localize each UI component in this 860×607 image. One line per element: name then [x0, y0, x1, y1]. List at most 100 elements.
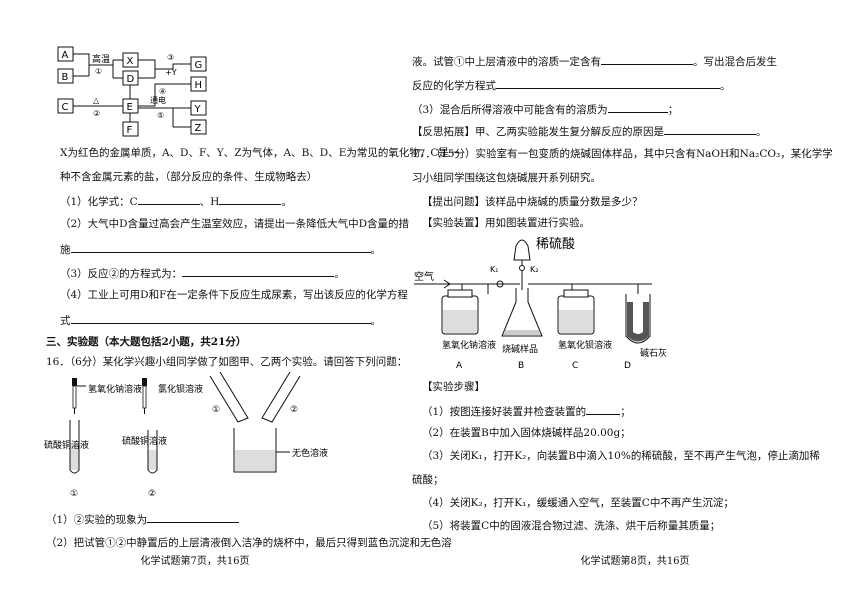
svg-text:H: H [195, 80, 203, 91]
label-c: C [572, 361, 578, 371]
dropper-2 [142, 378, 147, 414]
svg-text:F: F [127, 125, 133, 136]
tube-number-2: ② [148, 489, 156, 499]
q16-part1: （1）②实验的现象为 [46, 511, 240, 527]
q15-part2-line1: （2）大气中D含量过高会产生温室效应，请提出一条降低大气中D含量的措 [60, 218, 410, 230]
svg-text:X: X [127, 56, 134, 67]
box-y: Y [190, 100, 207, 116]
naoh-label: 氢氧化钠溶液 [88, 383, 142, 395]
label-d: D [624, 361, 631, 371]
answer-blank-possible-solute[interactable] [607, 101, 668, 113]
q15-part3: （3）反应②的方程式为：。 [60, 265, 345, 281]
box-x: X [122, 52, 139, 68]
step-5: （5）将装置C中的固液混合物过滤、洗涤、烘干后称量其质量； [422, 520, 721, 532]
section-3-heading: 三、实验题（本大题包括2小题，共21分） [46, 336, 247, 348]
q16-continued-line1: 液。试管①中上层清液中的溶质一定含有。写出混合后发生 [412, 53, 777, 69]
reaction-flow-diagram: A B C X D E F G H Y Z 高温 ① △ ② ③ +Y ④ 通电… [57, 46, 207, 137]
naoh-bottle-label: 氢氧化钠溶液 [442, 339, 496, 351]
q16-part3: （3）混合后所得溶液中可能含有的溶质为； [412, 101, 678, 117]
q16-intro: 16．（6分）某化学兴趣小组同学做了如图甲、乙两个实验。请回答下列问题： [46, 356, 408, 368]
bottle-c [557, 289, 595, 335]
svg-text:C: C [62, 102, 69, 113]
label-reaction-1: ① [95, 67, 102, 76]
test-tube-2 [147, 430, 158, 474]
q15-description-line2: 种不含金属元素的盐，（部分反应的条件、生成物略去） [60, 171, 318, 183]
right-page: 液。试管①中上层清液中的溶质一定含有。写出混合后发生 反应的化学方程式。 （3）… [412, 0, 860, 607]
beaker [233, 428, 290, 473]
step-4: （4）关闭K₂，打开K₁，缓缓通入空气，至装置C中不再产生沉淀； [422, 497, 734, 509]
colorless-solution-label: 无色溶液 [292, 447, 328, 459]
box-h: H [190, 76, 207, 92]
bottle-a [441, 289, 479, 335]
footer-page-7: 化学试题第7页，共16页 [140, 556, 250, 567]
box-e: E [122, 98, 139, 114]
q16-experiment-figure: 氢氧化钠溶液 硫酸铜溶液 ① 氯化钡溶液 硫酸铜溶液 ② ① ② [44, 372, 328, 499]
box-g: G [190, 56, 207, 72]
q16-part2: （2）把试管①②中静置后的上层清液倒入洁净的烧杯中，最后只得到蓝色沉淀和无色溶 [46, 537, 452, 549]
label-reaction-2: ② [93, 109, 100, 118]
cuso4-label-1: 硫酸铜溶液 [44, 439, 89, 451]
air-label: 空气 [414, 270, 434, 283]
box-b: B [57, 68, 74, 84]
answer-blank-mix-equation[interactable] [496, 77, 720, 89]
box-z: Z [190, 119, 207, 135]
svg-text:②: ② [290, 405, 298, 415]
answer-blank-solute[interactable] [601, 53, 693, 65]
label-reaction-3: ③ [167, 53, 174, 62]
label-electrify: 通电 [150, 95, 166, 105]
q15-description-line1: X为红色的金属单质，A、D、F、Y、Z为气体，A、B、D、E为常见的氧化物，C是… [60, 147, 460, 159]
q17-apparatus-heading: 【实验装置】用如图装置进行实验。 [422, 217, 590, 229]
q17-question: 【提出问题】该样品中烧碱的质量分数是多少？ [422, 196, 643, 208]
svg-text:E: E [127, 102, 133, 113]
box-c: C [57, 98, 74, 114]
label-reaction-5: ⑤ [157, 111, 164, 120]
cuso4-label-2: 硫酸铜溶液 [122, 435, 167, 447]
footer-page-8: 化学试题第8页，共16页 [580, 556, 690, 567]
q15-part4-line1: （4）工业上可用D和F在一定条件下反应生成尿素，写出该反应的化学方程 [60, 289, 408, 301]
q15-part2-line2: 施。 [60, 241, 381, 257]
soda-lime-label: 碱石灰 [640, 347, 667, 359]
q17-apparatus-figure: 空气 K₁ 稀硫酸 K₂ [414, 237, 667, 371]
flask-b [501, 288, 543, 337]
separating-funnel [513, 239, 531, 290]
svg-text:Z: Z [195, 123, 202, 134]
label-reaction-4: ④ [159, 87, 166, 96]
label-heat: △ [93, 96, 100, 105]
dilute-h2so4-label: 稀硫酸 [536, 237, 575, 252]
u-tube-d [625, 294, 651, 344]
answer-blank-measure[interactable] [70, 241, 371, 253]
svg-text:①: ① [212, 405, 220, 415]
answer-blank-h[interactable] [219, 193, 282, 205]
step-1: （1）按图连接好装置并检查装置的； [422, 403, 631, 419]
answer-blank-c[interactable] [137, 193, 200, 205]
q17-intro-line2: 习小组同学围绕这包烧碱展开系列研究。 [412, 172, 601, 184]
bacl2-label: 氯化钡溶液 [158, 383, 203, 395]
label-high-temp: 高温 [92, 53, 110, 65]
label-b: B [518, 361, 524, 371]
svg-text:A: A [62, 50, 69, 61]
test-tube-1 [69, 420, 80, 474]
answer-blank-airtightness[interactable] [586, 403, 621, 415]
step-3-line2: 硫酸； [412, 474, 444, 486]
svg-text:K₁: K₁ [490, 265, 498, 274]
svg-text:G: G [195, 60, 203, 71]
q15-part4-line2: 式。 [60, 312, 381, 328]
box-f: F [122, 121, 139, 137]
step-2: （2）在装置B中加入固体烧碱样品20.00g； [422, 427, 631, 439]
q16-reflection: 【反思拓展】甲、乙两实验能发生复分解反应的原因是。 [412, 123, 767, 139]
label-a: A [456, 361, 463, 371]
q16-continued-line2: 反应的化学方程式。 [412, 77, 731, 93]
box-a: A [57, 46, 74, 62]
svg-text:B: B [62, 72, 69, 83]
box-d: D [122, 70, 139, 86]
answer-blank-eq2[interactable] [182, 265, 335, 277]
answer-blank-urea[interactable] [70, 312, 371, 324]
q17-intro-line1: 17．（15分）实验室有一包变质的烧碱固体样品，其中只含有NaOH和Na₂CO₃… [412, 148, 833, 160]
steps-heading: 【实验步骤】 [422, 381, 485, 393]
svg-text:D: D [127, 74, 135, 85]
tube-number-1: ① [70, 489, 78, 499]
answer-blank-phenomenon[interactable] [147, 511, 240, 523]
answer-blank-reason[interactable] [664, 123, 756, 135]
pouring-tubes: ① ② [209, 372, 301, 423]
valve-k2-label: K₂ [530, 265, 538, 274]
